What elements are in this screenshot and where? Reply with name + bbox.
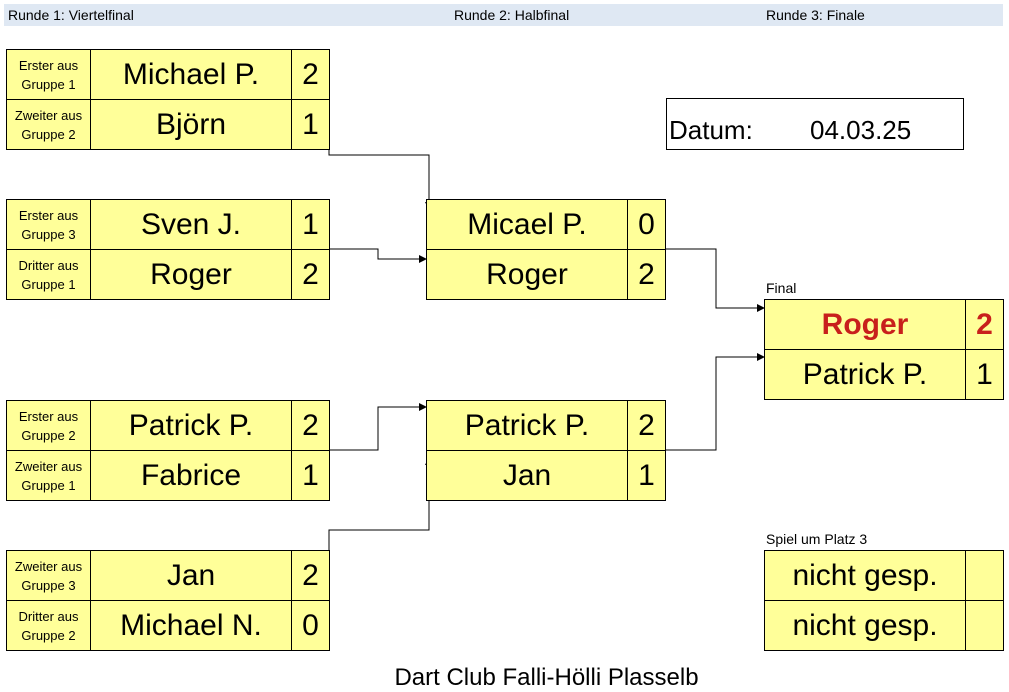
player-name: Sven J.	[140, 207, 242, 241]
player-score: 1	[965, 350, 1003, 400]
player-name: nicht gesp.	[792, 558, 938, 592]
round-2-label: Runde 2: Halbfinal	[454, 7, 570, 23]
player-name: nicht gesp.	[792, 609, 938, 642]
player-score: 2	[627, 401, 665, 450]
player-name: Jan	[166, 558, 216, 592]
round-3-label: Runde 3: Finale	[766, 7, 865, 23]
third-place-label: Spiel um Platz 3	[766, 531, 868, 547]
connector-sf1-final	[665, 248, 765, 312]
connector-qf3-sf2	[329, 403, 427, 451]
player-name: Roger	[486, 258, 568, 291]
connector-qf4-sf2	[328, 457, 433, 550]
player-score: 2	[291, 401, 329, 450]
date-value: 04.03.25	[810, 115, 912, 145]
connector-qf2-sf1	[329, 248, 427, 263]
player-row: Patrick P. 1	[765, 350, 1003, 400]
player-score: 1	[627, 451, 665, 501]
player-row: Jan 1	[427, 451, 665, 501]
player-score: 2	[291, 50, 329, 99]
player-row: Roger 2	[765, 300, 1003, 350]
player-score: 2	[627, 250, 665, 300]
date-label: Datum:	[669, 115, 753, 145]
round-header-bar	[4, 4, 1003, 26]
player-row: Roger 2	[427, 250, 665, 300]
player-score: 2	[291, 250, 329, 300]
final-match: Roger 2 Patrick P. 1	[764, 299, 1004, 400]
club-footer: Dart Club Falli-Hölli Plasselb	[394, 664, 699, 691]
player-name: Michael P.	[122, 57, 260, 91]
player-name: Roger	[150, 258, 232, 291]
final-winner-score: 2	[965, 300, 1003, 349]
semifinal-match-2: Patrick P. 2 Jan 1	[426, 400, 666, 501]
player-score: 1	[291, 100, 329, 150]
connector-qf1-sf1	[328, 100, 433, 210]
player-score: 1	[291, 200, 329, 249]
final-label: Final	[766, 280, 797, 296]
player-score: 2	[291, 551, 329, 600]
connector-sf2-final	[665, 353, 765, 451]
player-score	[965, 551, 1003, 600]
player-score: 0	[291, 601, 329, 651]
player-name: Jan	[502, 459, 552, 492]
player-name: Patrick P.	[464, 408, 590, 442]
semifinal-match-1: Micael P. 0 Roger 2	[426, 199, 666, 300]
player-name: Patrick P.	[802, 358, 928, 391]
player-score: 1	[291, 451, 329, 501]
player-score	[965, 601, 1003, 651]
player-row: Micael P. 0	[427, 200, 665, 250]
date-box: Datum: 04.03.25	[666, 98, 964, 150]
round-1-label: Runde 1: Viertelfinal	[8, 7, 134, 23]
third-place-match: nicht gesp. nicht gesp.	[764, 550, 1004, 651]
player-row: nicht gesp.	[765, 551, 1003, 601]
player-score: 0	[627, 200, 665, 249]
player-row: Patrick P. 2	[427, 401, 665, 451]
player-name: Michael N.	[120, 609, 262, 642]
final-winner-name: Roger	[821, 307, 909, 341]
player-name: Fabrice	[140, 459, 242, 492]
player-name: Björn	[155, 108, 227, 141]
player-row: nicht gesp.	[765, 601, 1003, 651]
player-name: Micael P.	[467, 207, 587, 241]
player-name: Patrick P.	[128, 408, 254, 442]
